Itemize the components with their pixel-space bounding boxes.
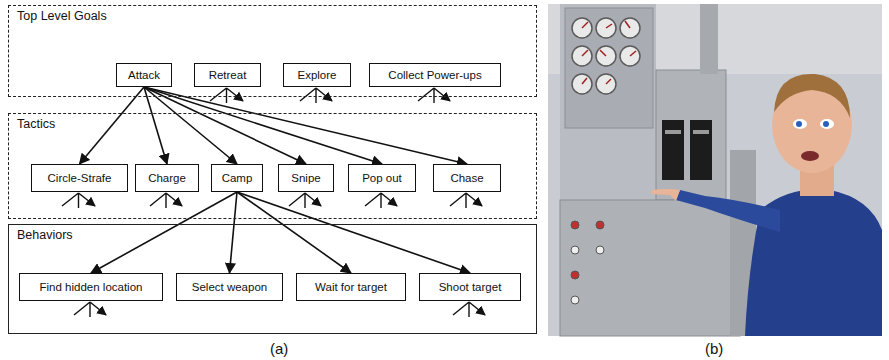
- goal-box: Camp: [211, 164, 263, 192]
- panel-label: (b): [705, 340, 723, 357]
- layer-band: Top Level GoalsAttack Retreat Explore Colle…: [8, 5, 537, 97]
- goal-box: Explore: [283, 63, 351, 87]
- box-label: Wait for target: [315, 281, 387, 293]
- goal-box: Chase: [433, 164, 501, 192]
- box-label: Retreat: [209, 69, 247, 81]
- goal-box: Charge: [135, 164, 199, 192]
- box-label: Shoot target: [439, 281, 502, 293]
- box-label: Camp: [222, 172, 253, 184]
- layer-band: BehaviorsFind hidden location Select weap…: [8, 224, 537, 334]
- goal-box: Collect Power-ups: [369, 63, 501, 87]
- hierarchy-arrow: [237, 192, 351, 273]
- hierarchy-arrow: [80, 87, 145, 164]
- hierarchy-arrow: [230, 192, 238, 273]
- goal-box: Find hidden location: [19, 273, 163, 301]
- box-label: Select weapon: [192, 281, 267, 293]
- band-title: Tactics: [17, 117, 55, 131]
- box-label: Pop out: [362, 172, 402, 184]
- hierarchy-arrow: [144, 87, 382, 164]
- hierarchy-arrow: [144, 87, 167, 164]
- goal-box: Attack: [116, 63, 172, 87]
- panel-label: (a): [270, 340, 288, 357]
- goal-box: Shoot target: [419, 273, 521, 301]
- band-title: Top Level Goals: [17, 9, 107, 23]
- hierarchy-arrow: [144, 87, 306, 164]
- hierarchy-arrow: [91, 192, 237, 273]
- box-label: Attack: [128, 69, 160, 81]
- band-title: Behaviors: [17, 228, 73, 242]
- goal-box: Wait for target: [296, 273, 406, 301]
- hierarchy-arrow: [237, 192, 470, 273]
- box-label: Collect Power-ups: [388, 69, 481, 81]
- goal-box: Circle-Strafe: [31, 164, 128, 192]
- goal-box: Snipe: [278, 164, 334, 192]
- box-label: Circle-Strafe: [48, 172, 112, 184]
- hierarchy-arrow: [144, 87, 467, 164]
- box-label: Explore: [298, 69, 337, 81]
- goal-box: Retreat: [194, 63, 261, 87]
- box-label: Snipe: [291, 172, 320, 184]
- goal-box: Select weapon: [176, 273, 283, 301]
- box-label: Charge: [148, 172, 186, 184]
- layer-band: TacticsCircle-Strafe Charge Camp Snipe Pop o…: [8, 113, 537, 219]
- goal-box: Pop out: [348, 164, 416, 192]
- box-label: Chase: [450, 172, 483, 184]
- box-label: Find hidden location: [40, 281, 143, 293]
